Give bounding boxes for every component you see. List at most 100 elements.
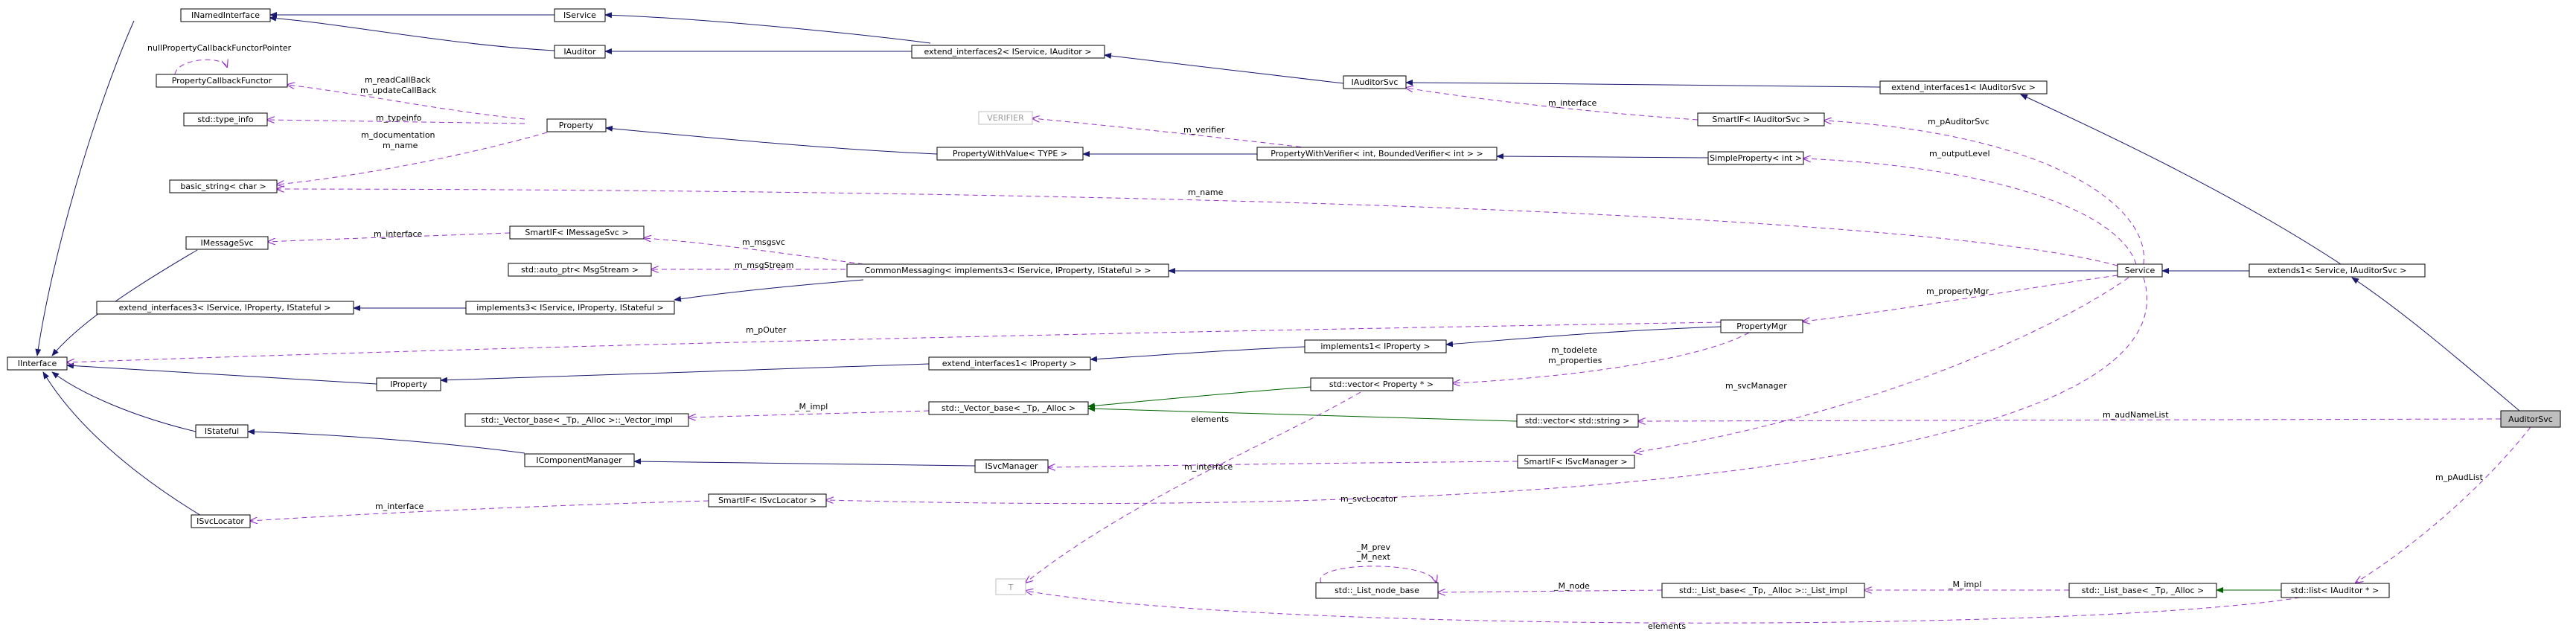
class-node-propmgr[interactable]: PropertyMgr <box>1720 319 1803 333</box>
edge-commonmsg-impl3 <box>674 279 864 302</box>
label-nullprop: nullPropertyCallbackFunctorPointer <box>147 43 292 53</box>
class-node-vecprop[interactable]: std::vector< Property * > <box>1310 377 1454 391</box>
edge-commonmsg-smartfmsg <box>644 238 864 265</box>
svg-text:IComponentManager: IComponentManager <box>536 455 622 465</box>
svg-text:SmartIF< ISvcLocator >: SmartIF< ISvcLocator > <box>718 496 816 505</box>
svg-text:PropertyWithVerifier< int, Bou: PropertyWithVerifier< int, BoundedVerifi… <box>1271 149 1483 158</box>
svg-text:extend_interfaces1< IProperty: extend_interfaces1< IProperty > <box>942 359 1077 368</box>
edge-iproperty-interface <box>66 362 377 385</box>
class-node-ext1-auditor[interactable]: extend_interfaces1< IAuditorSvc > <box>1879 80 2048 95</box>
edge-auditorsvc-listauditor <box>2356 426 2531 583</box>
edge-listauditor-t <box>1026 591 2301 624</box>
class-node-property[interactable]: Property <box>546 118 607 132</box>
edge-property-basicstring <box>277 132 548 185</box>
class-node-iauditor[interactable]: IAuditor <box>554 45 606 59</box>
edge-pwvtype-property <box>605 125 938 155</box>
class-node-smartf-auditor[interactable]: SmartIF< IAuditorSvc > <box>1697 112 1825 127</box>
class-node-impl3[interactable]: implements3< IService, IProperty, IState… <box>465 301 675 315</box>
svg-text:std::_List_base< _Tp, _Alloc >: std::_List_base< _Tp, _Alloc >::_List_im… <box>1679 586 1847 595</box>
label-updatecb: m_updateCallBack <box>360 86 437 95</box>
edge-extends1-ext1auditor <box>2020 94 2342 265</box>
class-node-vecbase-impl[interactable]: std::_Vector_base< _Tp, _Alloc >::_Vecto… <box>464 413 689 427</box>
class-node-pwv-type[interactable]: PropertyWithValue< TYPE > <box>936 147 1084 161</box>
class-node-interface[interactable]: IInterface <box>7 356 68 371</box>
label-interface-msg: m_interface <box>374 229 423 239</box>
class-node-verifier[interactable]: VERIFIER <box>978 111 1033 125</box>
class-node-smartf-svcloc[interactable]: SmartIF< ISvcLocator > <box>708 493 827 507</box>
svg-text:ISvcLocator: ISvcLocator <box>196 516 244 526</box>
label-documentation: m_documentation <box>361 130 435 140</box>
class-node-vecbase[interactable]: std::_Vector_base< _Tp, _Alloc > <box>928 401 1089 415</box>
class-node-impl1[interactable]: implements1< IProperty > <box>1304 339 1447 353</box>
class-node-propcallback[interactable]: PropertyCallbackFunctor <box>156 74 288 88</box>
svg-text:IStateful: IStateful <box>205 426 239 436</box>
class-node-listauditor[interactable]: std::list< IAuditor * > <box>2281 583 2390 598</box>
svg-text:T: T <box>1008 583 1014 592</box>
label-typeinfo: m_typeinfo <box>376 113 422 123</box>
edge-ext2-iservice <box>604 12 931 44</box>
edge-icompmgr-istateful <box>247 429 525 454</box>
class-node-simpleprop[interactable]: SimpleProperty< int > <box>1707 151 1804 165</box>
class-node-inamedinterface[interactable]: INamedInterface <box>180 8 271 22</box>
svg-text:std::auto_ptr< MsgStream >: std::auto_ptr< MsgStream > <box>521 265 639 275</box>
class-node-ext3[interactable]: extend_interfaces3< IService, IProperty,… <box>96 301 354 315</box>
class-node-vecstring[interactable]: std::vector< std::string > <box>1516 414 1639 428</box>
class-node-iauditorsvc[interactable]: IAuditorSvc <box>1343 75 1407 89</box>
edge-service-simpleprop <box>1803 158 2137 265</box>
class-node-t[interactable]: T <box>995 578 1026 595</box>
label-msgstream: m_msgStream <box>735 260 793 270</box>
edge-property-typeinfo <box>267 120 525 124</box>
svg-text:basic_string< char >: basic_string< char > <box>180 182 266 191</box>
class-node-listbase[interactable]: std::_List_base< _Tp, _Alloc > <box>2068 583 2217 598</box>
svg-text:IProperty: IProperty <box>390 380 427 389</box>
label-mprev: _M_prev <box>1356 542 1391 552</box>
label-mnode: _M_node <box>1553 581 1590 591</box>
class-node-smartf-svcmgr[interactable]: SmartIF< ISvcManager > <box>1517 455 1635 469</box>
svg-text:std::_List_node_base: std::_List_node_base <box>1335 586 1419 595</box>
svg-text:INamedInterface: INamedInterface <box>191 10 260 20</box>
class-node-pwv-bounded[interactable]: PropertyWithVerifier< int, BoundedVerifi… <box>1256 147 1498 161</box>
svg-text:PropertyMgr: PropertyMgr <box>1736 321 1787 331</box>
svg-text:extend_interfaces2< IService,: extend_interfaces2< IService, IAuditor > <box>924 47 1091 57</box>
class-node-icompmgr[interactable]: IComponentManager <box>524 453 635 467</box>
class-node-isvclocator[interactable]: ISvcLocator <box>191 514 251 528</box>
edge-propcallback-self <box>174 60 227 75</box>
class-node-ext1-prop[interactable]: extend_interfaces1< IProperty > <box>928 356 1091 371</box>
class-node-basicstring[interactable]: basic_string< char > <box>169 179 278 193</box>
class-node-imessagesvc[interactable]: IMessageSvc <box>185 236 269 250</box>
edge-vecprop-vecbase <box>1087 386 1311 409</box>
label-paudlist: m_pAudList <box>2435 473 2484 482</box>
class-node-auditorsvc[interactable]: AuditorSvc <box>2500 410 2561 428</box>
edge-vecbase-vecimpl <box>688 410 930 417</box>
class-node-isvcmanager[interactable]: ISvcManager <box>974 459 1049 473</box>
class-node-autoptr[interactable]: std::auto_ptr< MsgStream > <box>508 263 652 277</box>
label-outputlevel: m_outputLevel <box>1929 149 1990 158</box>
edge-smartfmsg-imessagesvc <box>268 232 511 242</box>
edge-impl1-ext1prop <box>1090 346 1305 362</box>
svg-text:extend_interfaces1< IAuditorSv: extend_interfaces1< IAuditorSvc > <box>1891 83 2036 92</box>
edge-isvclocator-interface <box>42 371 211 522</box>
class-node-extends1[interactable]: extends1< Service, IAuditorSvc > <box>2249 263 2426 278</box>
class-node-iservice[interactable]: IService <box>554 8 606 22</box>
class-node-commonmsg[interactable]: CommonMessaging< implements3< IService, … <box>846 263 1169 278</box>
class-node-listnode[interactable]: std::_List_node_base <box>1315 582 1439 599</box>
label-mimpl-vec: _M_impl <box>794 402 828 412</box>
label-propertymgr: m_propertyMgr <box>1926 286 1989 296</box>
class-node-ext2[interactable]: extend_interfaces2< IService, IAuditor > <box>911 45 1105 59</box>
svg-text:SmartIF< IAuditorSvc >: SmartIF< IAuditorSvc > <box>1712 115 1809 124</box>
svg-text:Service: Service <box>2125 266 2155 275</box>
class-node-typeinfo[interactable]: std::type_info <box>183 112 268 127</box>
edge-auditorsvc-extends1 <box>2351 277 2520 412</box>
class-node-iproperty[interactable]: IProperty <box>376 377 441 391</box>
class-node-listbase-impl[interactable]: std::_List_base< _Tp, _Alloc >::_List_im… <box>1661 583 1865 598</box>
edge-isvcmanager-icompmgr <box>633 458 976 467</box>
class-node-smartf-msg[interactable]: SmartIF< IMessageSvc > <box>509 225 645 240</box>
svg-text:std::_Vector_base< _Tp, _Alloc: std::_Vector_base< _Tp, _Alloc >::_Vecto… <box>481 415 673 425</box>
class-node-service[interactable]: Service <box>2117 263 2163 278</box>
edge-pwvbounded-verifier <box>1032 118 1311 149</box>
class-node-istateful[interactable]: IStateful <box>195 424 249 438</box>
svg-text:implements1< IProperty >: implements1< IProperty > <box>1320 342 1430 351</box>
svg-text:SmartIF< ISvcManager >: SmartIF< ISvcManager > <box>1524 457 1627 467</box>
svg-text:CommonMessaging< implements3<: CommonMessaging< implements3< IService, … <box>865 266 1151 275</box>
